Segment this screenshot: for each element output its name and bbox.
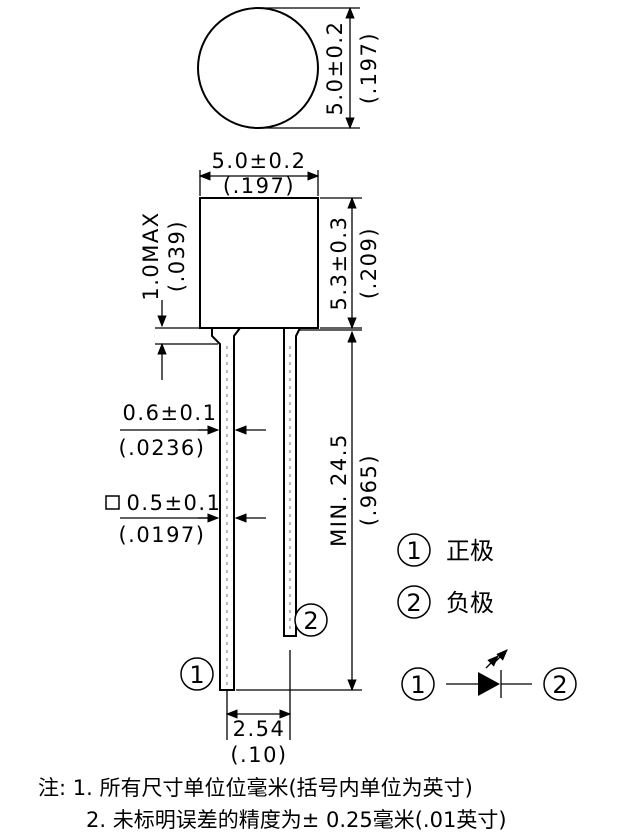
- top-view: 5.0±0.2 (.197): [197, 6, 381, 130]
- body-width-inch-label: (.197): [223, 174, 295, 198]
- led-symbol: 1 2: [401, 649, 577, 701]
- lead-spacing-dim: 2.54 (.10): [225, 650, 292, 767]
- lead-thickness-label: 0.6±0.1: [123, 401, 218, 425]
- flange-max-inch-label: (.039): [165, 220, 189, 292]
- notes: 注: 1. 所有尺寸单位位毫米(括号内单位为英寸) 2. 未标明误差的精度为± …: [0, 770, 633, 838]
- top-view-circle: [197, 7, 319, 129]
- legend-anode-label: 正极: [446, 537, 494, 565]
- svg-text:1: 1: [410, 671, 425, 699]
- body-width-label: 5.0±0.2: [212, 149, 307, 173]
- lead-square-inch-label: (.0197): [118, 523, 205, 547]
- legend-anode: 1 正极: [397, 533, 494, 567]
- lead-pin2: [283, 327, 301, 637]
- note-line-1: 注: 1. 所有尺寸单位位毫米(括号内单位为英寸): [38, 776, 473, 800]
- svg-text:2: 2: [406, 589, 421, 617]
- lead-length-label: MIN. 24.5: [327, 433, 351, 547]
- flange-max-label: 1.0MAX: [139, 211, 163, 300]
- light-emission-arrows-icon: [485, 649, 508, 669]
- top-diameter-label: 5.0±0.2: [323, 21, 347, 116]
- lead-spacing-label: 2.54: [233, 717, 286, 741]
- led-dimension-drawing: 5.0±0.2 (.197) 5.0±0.2 (.197) 5.3±0.3 (.…: [105, 6, 577, 767]
- legend-cathode: 2 负极: [397, 585, 494, 619]
- led-body: 5.0±0.2 (.197) 5.3±0.3 (.209) 1.0MAX (.0…: [139, 149, 381, 380]
- body-height-inch-label: (.209): [357, 227, 381, 299]
- note-line-2: 2. 未标明误差的精度为± 0.25毫米(.01英寸): [86, 808, 507, 832]
- top-diameter-inch-label: (.197): [357, 32, 381, 104]
- lead-length-inch-label: (.965): [357, 454, 381, 526]
- legend-pin2-circle: [397, 585, 431, 619]
- square-symbol-icon: [105, 495, 120, 510]
- legend-pin1-circle: [397, 533, 431, 567]
- svg-text:2: 2: [303, 607, 318, 635]
- svg-text:2: 2: [552, 671, 567, 699]
- body-height-label: 5.3±0.3: [327, 216, 351, 311]
- svg-text:1: 1: [189, 661, 204, 689]
- lead-spacing-inch-label: (.10): [230, 743, 287, 767]
- diode-triangle-icon: [478, 672, 500, 696]
- lead-square-dim: 0.5±0.1 (.0197): [105, 491, 266, 547]
- lead-thickness-inch-label: (.0236): [118, 436, 205, 460]
- body-outline: [199, 197, 319, 329]
- pin1-marker: 1: [180, 657, 214, 691]
- lead-pin1: [211, 327, 241, 691]
- pin2-marker: 2: [294, 603, 328, 637]
- lead-length-dim: MIN. 24.5 (.965): [236, 329, 381, 692]
- lead-thickness-dim: 0.6±0.1 (.0236): [118, 401, 266, 460]
- lead-square-label: 0.5±0.1: [127, 491, 222, 515]
- svg-text:1: 1: [406, 537, 421, 565]
- legend-cathode-label: 负极: [446, 589, 494, 617]
